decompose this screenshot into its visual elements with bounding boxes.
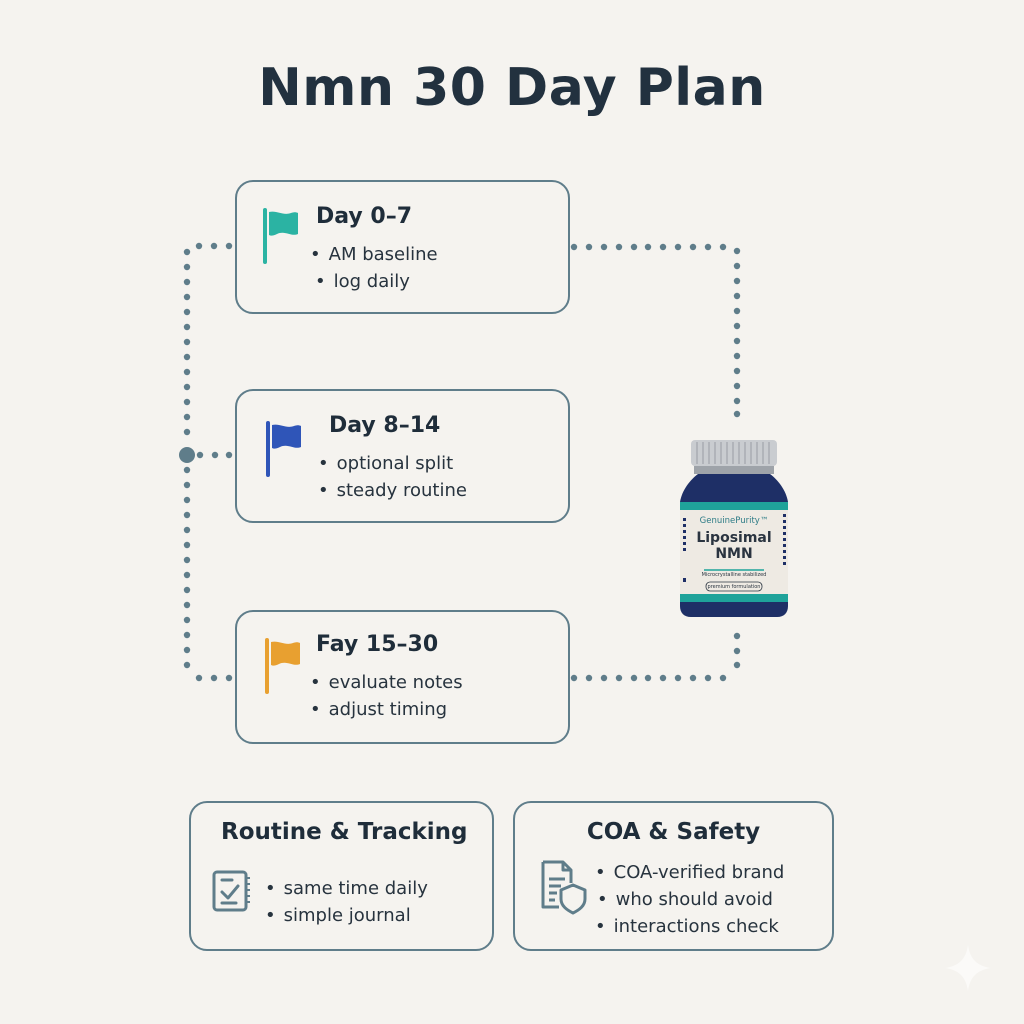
bullet-item: steady routine	[318, 477, 467, 504]
bullet-item: simple journal	[265, 902, 428, 929]
bullet-item: evaluate notes	[310, 669, 463, 696]
left-connector-line	[183, 248, 191, 669]
phase-title: Day 0–7	[316, 204, 413, 229]
product-brand: GenuinePurity™	[699, 516, 769, 526]
product-badge: premium formulation	[707, 584, 761, 590]
bullet-item: adjust timing	[310, 696, 463, 723]
phase-card-day-8-14: Day 8–14 optional split steady routine	[235, 389, 570, 523]
phase-card-day-15-30: Fay 15–30 evaluate notes adjust timing	[235, 610, 570, 744]
product-name-line1: Liposimal	[696, 530, 772, 546]
card-title: COA & Safety	[586, 819, 761, 845]
page-title: Nmn 30 Day Plan	[258, 58, 766, 118]
bullet-item: optional split	[318, 450, 467, 477]
bullet-item: same time daily	[265, 875, 428, 902]
phase-bullets: AM baseline log daily	[310, 241, 438, 295]
checklist-notebook-icon	[212, 870, 250, 912]
timeline-hub-node	[179, 447, 195, 463]
phase-card-day-0-7: Day 0–7 AM baseline log daily	[235, 180, 570, 314]
sparkle-icon	[945, 945, 991, 991]
product-name: Liposimal NMN	[678, 530, 790, 562]
phase-bullets: optional split steady routine	[318, 450, 467, 504]
card-bullets: COA-verified brand who should avoid inte…	[595, 859, 785, 940]
document-shield-icon	[541, 860, 587, 915]
bullet-item: log daily	[315, 268, 438, 295]
phase-title: Day 8–14	[329, 413, 441, 438]
teal-flag-icon	[263, 208, 298, 264]
phase-title: Fay 15–30	[316, 632, 439, 657]
product-bottle: GenuinePurity™ Liposimal NMN Microcrysta…	[678, 438, 790, 618]
coa-safety-card: COA & Safety COA-verified brand who shou…	[513, 801, 834, 951]
phase-bullets: evaluate notes adjust timing	[310, 669, 463, 723]
orange-flag-icon	[265, 638, 300, 694]
bullet-item: COA-verified brand	[595, 859, 785, 886]
card-bullets: same time daily simple journal	[265, 875, 428, 929]
card-title: Routine & Tracking	[221, 819, 468, 845]
bullet-item: AM baseline	[310, 241, 438, 268]
bullet-item: interactions check	[595, 913, 784, 940]
product-name-line2: NMN	[715, 546, 753, 562]
product-fine-print: Microcrystalline stabilized	[701, 572, 767, 578]
blue-flag-icon	[266, 421, 301, 477]
routine-tracking-card: Routine & Tracking same time daily simpl…	[189, 801, 494, 951]
bullet-item: who should avoid	[597, 886, 784, 913]
